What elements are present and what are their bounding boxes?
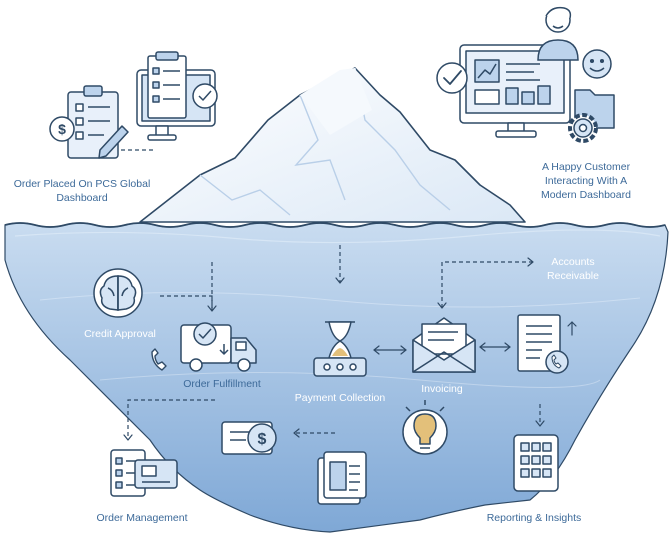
check-circle-icon — [436, 62, 468, 94]
clipboard-checklist-icon — [67, 85, 129, 159]
invoicing-label: Invoicing — [421, 383, 463, 395]
brain-icon — [93, 268, 143, 318]
accounts-receivable-line-1: Accounts — [551, 256, 595, 268]
order-management-label: Order Management — [96, 512, 188, 524]
dashboard-monitor-icon — [459, 44, 571, 138]
accounts-receivable-line-2: Receivable — [547, 270, 599, 282]
envelope-icon — [412, 317, 476, 373]
monitor-checklist-icon — [136, 51, 218, 141]
happy-customer-line-3: Modern Dashboard — [541, 189, 631, 201]
phone-icon — [151, 348, 167, 371]
reporting-insights-label: Reporting & Insights — [486, 512, 582, 524]
order-placed-line-1: Order Placed On PCS Global — [13, 178, 151, 190]
person-avatar-icon — [537, 6, 579, 61]
accounts-receivable-label: Accounts Receivable — [536, 255, 610, 283]
happy-customer-label: A Happy Customer Interacting With A Mode… — [522, 160, 650, 202]
gear-icon — [568, 113, 598, 143]
document-stack-icon — [317, 451, 367, 505]
svg-text:$: $ — [58, 121, 66, 137]
payment-dollar-symbol: $ — [258, 431, 267, 448]
smiley-face-icon — [582, 49, 612, 79]
document-phone-icon — [517, 314, 569, 374]
order-placed-line-2: Dashboard — [56, 192, 108, 204]
payment-collection-label: Payment Collection — [294, 392, 386, 404]
credit-approval-label: Credit Approval — [84, 328, 156, 340]
money-card-icon — [221, 421, 277, 455]
happy-customer-line-1: A Happy Customer — [541, 161, 631, 173]
dollar-coin-icon: $ — [49, 116, 75, 142]
order-placed-label: Order Placed On PCS Global Dashboard — [0, 177, 164, 205]
order-fulfillment-label: Order Fulfillment — [183, 378, 261, 390]
order-management-icon — [110, 449, 178, 497]
hourglass-machine-icon — [313, 321, 367, 377]
lightbulb-icon — [402, 400, 448, 455]
delivery-truck-icon — [180, 322, 257, 372]
calculator-icon — [513, 434, 559, 492]
happy-customer-line-2: Interacting With A — [544, 175, 628, 187]
iceberg-tip — [139, 67, 526, 223]
